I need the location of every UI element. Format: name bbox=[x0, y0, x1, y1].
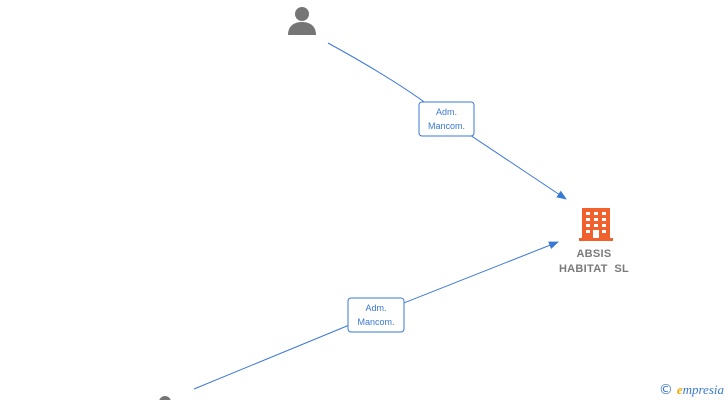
company-node[interactable]: ABSIS HABITAT SL bbox=[559, 208, 629, 275]
company-name-line1: ABSIS bbox=[576, 248, 611, 260]
edge-label-bottom[interactable]: Adm. Mancom. bbox=[347, 297, 405, 333]
edge-label-top-line1: Adm. bbox=[436, 107, 457, 117]
copyright-icon: © bbox=[658, 382, 673, 398]
empresia-watermark: © empresia bbox=[659, 382, 724, 398]
edge-label-bottom-line2: Mancom. bbox=[357, 317, 394, 327]
company-name-line2: HABITAT SL bbox=[559, 263, 629, 275]
brand-logo: empresia bbox=[677, 382, 724, 398]
edge-label-top-line2: Mancom. bbox=[428, 121, 465, 131]
building-icon bbox=[579, 208, 613, 241]
edge-label-bottom-line1: Adm. bbox=[365, 303, 386, 313]
brand-initial: e bbox=[676, 382, 683, 397]
person-icon[interactable] bbox=[288, 7, 316, 35]
brand-rest: mpresia bbox=[682, 382, 724, 397]
edge-label-top[interactable]: Adm. Mancom. bbox=[418, 101, 475, 137]
person-icon[interactable] bbox=[159, 396, 171, 400]
edge-bottom-to-company[interactable]: Adm. Mancom. bbox=[193, 241, 559, 390]
edge-top-to-company[interactable]: Adm. Mancom. bbox=[327, 42, 567, 200]
